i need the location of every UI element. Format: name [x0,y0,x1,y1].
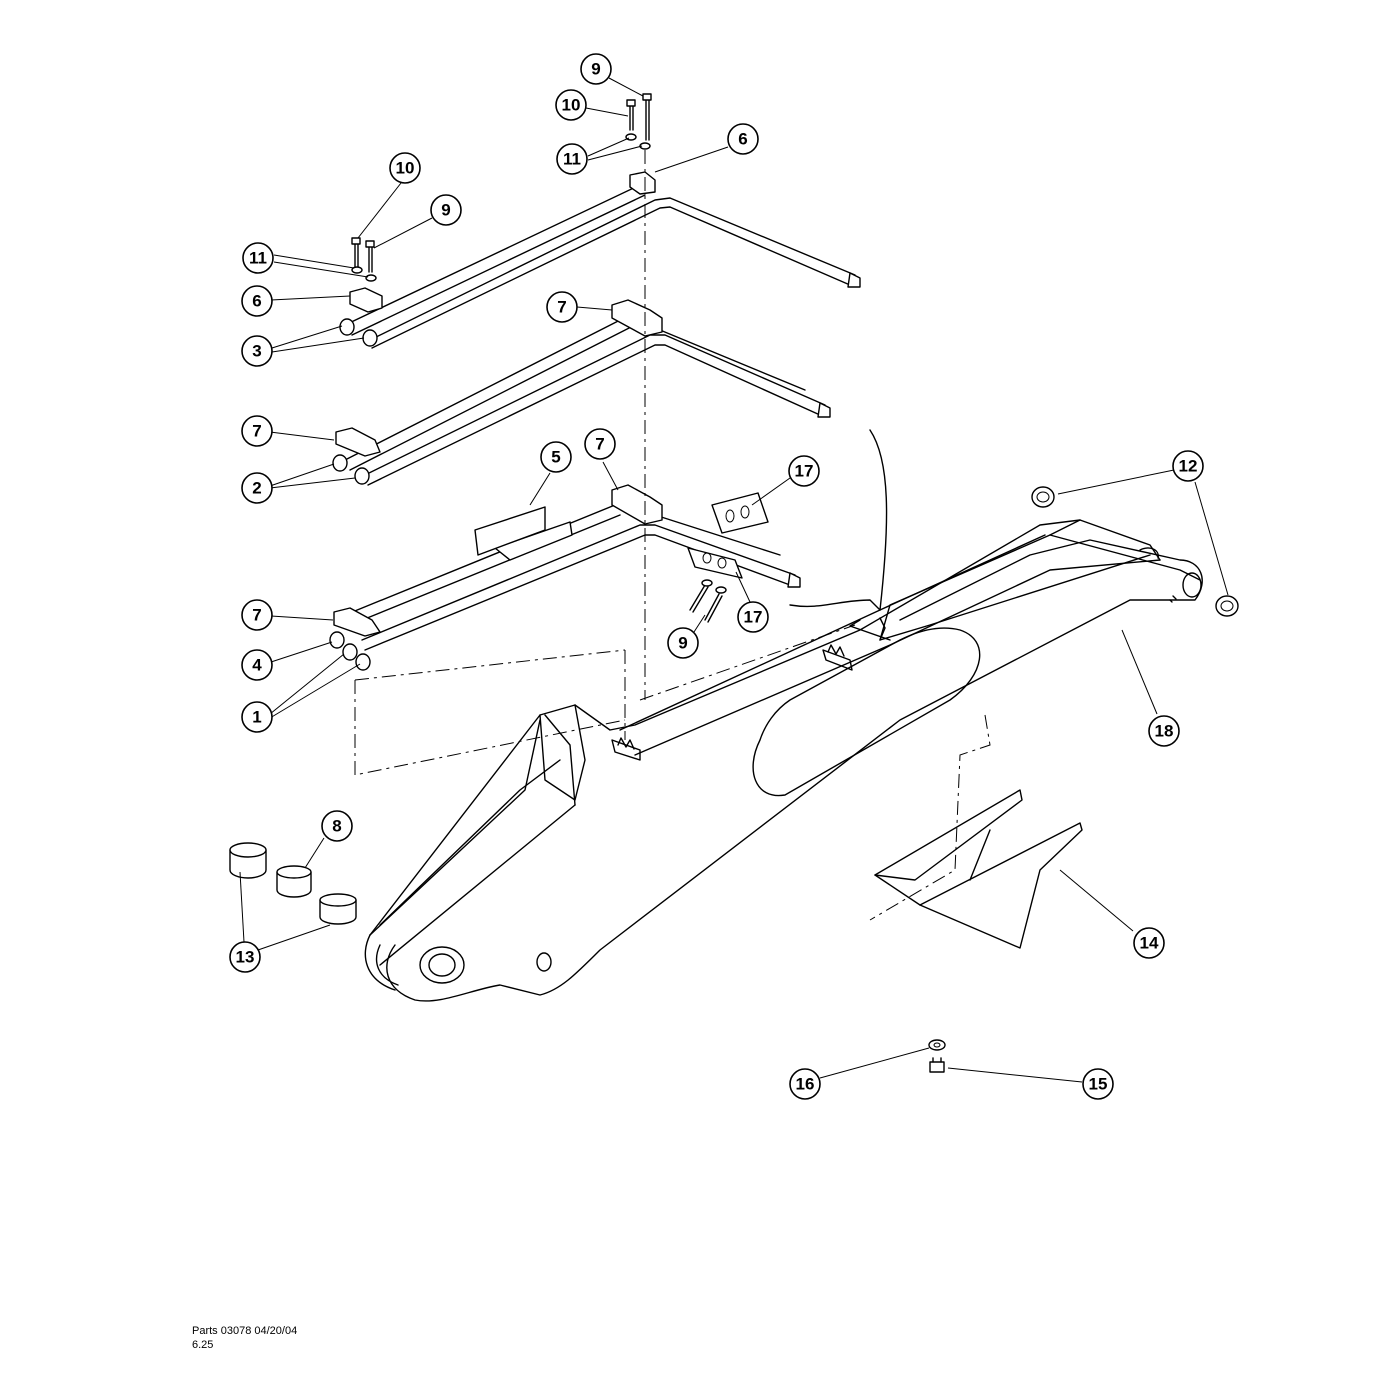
callout-label: 15 [1089,1075,1108,1094]
callout-6: 6 [727,123,759,155]
callout-11: 11 [242,242,274,274]
callout-7: 7 [584,428,616,460]
callout-9: 9 [580,53,612,85]
callout-label: 11 [563,150,581,169]
callout-10: 10 [555,89,587,121]
callout-7: 7 [546,291,578,323]
callout-18: 18 [1148,715,1180,747]
support-bracket [874,789,1083,949]
boom-arm [364,519,1203,1002]
callout-label: 17 [744,608,763,627]
hardware [351,93,1239,1073]
callout-label: 10 [562,96,581,115]
callout-label: 3 [252,342,261,361]
callout-label: 6 [738,130,747,149]
callout-7: 7 [241,415,273,447]
callout-label: 6 [252,292,261,311]
callout-label: 9 [678,634,687,653]
callout-label: 7 [252,606,261,625]
callout-label: 5 [551,448,560,467]
callouts: 9 10 11 6 10 9 11 6 [229,53,1204,1100]
callout-16: 16 [789,1068,821,1100]
callout-7: 7 [241,599,273,631]
bushings [229,842,357,925]
callout-label: 7 [557,298,566,317]
tube-assembly-middle [332,299,831,486]
callout-label: 11 [249,249,267,268]
callout-11: 11 [556,143,588,175]
callout-label: 10 [396,159,415,178]
alignment-lines [354,150,991,921]
callout-label: 16 [796,1075,815,1094]
callout-13: 13 [229,941,261,973]
callout-17: 17 [788,455,820,487]
callout-9: 9 [430,194,462,226]
callout-label: 18 [1155,722,1174,741]
callout-label: 2 [252,479,261,498]
callout-14: 14 [1133,927,1165,959]
callout-6: 6 [241,285,273,317]
callout-10: 10 [389,152,421,184]
callout-label: 4 [252,656,262,675]
footer-document-code: Parts 03078 04/20/04 [192,1325,298,1337]
callout-label: 7 [595,435,604,454]
footer: Parts 03078 04/20/04 6.25 [192,1324,297,1352]
tube-assembly-upper [339,171,861,349]
callout-2: 2 [241,472,273,504]
callout-15: 15 [1082,1068,1114,1100]
callout-4: 4 [241,649,273,681]
callout-label: 7 [252,422,261,441]
callout-label: 13 [236,948,255,967]
callout-8: 8 [321,810,353,842]
clamp-blocks [687,492,769,579]
callout-label: 17 [795,462,814,481]
callout-label: 12 [1179,457,1198,476]
callout-label: 9 [441,201,450,220]
callout-12: 12 [1172,450,1204,482]
leader-lines [239,77,1229,1083]
callout-5: 5 [540,441,572,473]
callout-label: 14 [1140,934,1159,953]
callout-label: 8 [332,817,341,836]
callout-label: 9 [591,60,600,79]
callout-1: 1 [241,701,273,733]
callout-3: 3 [241,335,273,367]
callout-9: 9 [667,627,699,659]
callout-label: 1 [252,708,261,727]
footer-page-number: 6.25 [192,1339,214,1351]
callout-17: 17 [737,601,769,633]
